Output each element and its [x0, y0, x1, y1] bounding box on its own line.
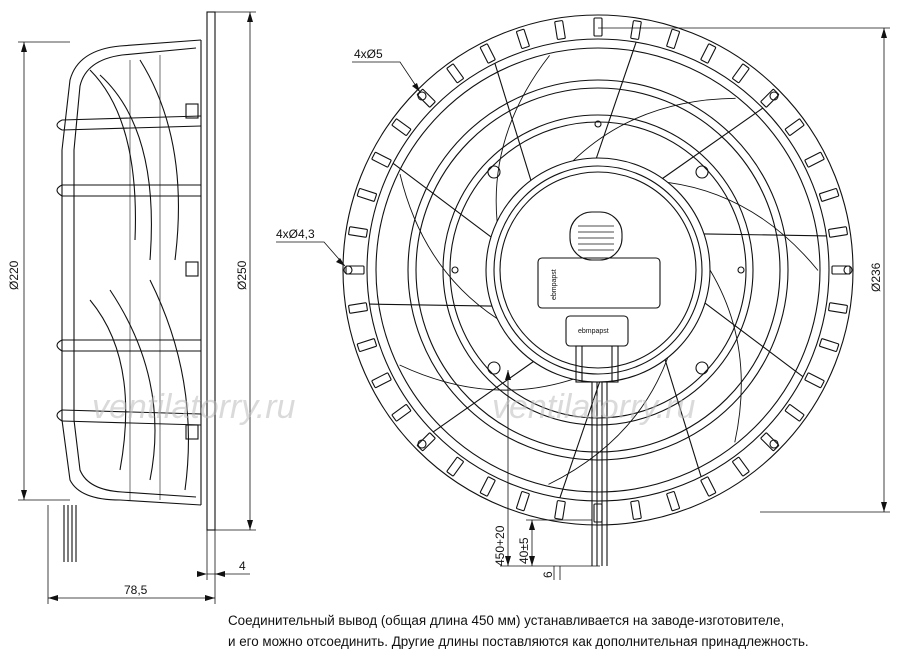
guard-spokes	[369, 42, 827, 498]
connector-label: ebmpapst	[578, 328, 609, 335]
impeller-blade	[548, 357, 669, 485]
dim-dia-236: Ø236	[869, 262, 883, 292]
dim-dia-250: Ø250	[235, 260, 249, 290]
guard-slot	[630, 20, 642, 40]
side-dimensions	[18, 11, 256, 604]
guard-slot	[666, 491, 680, 512]
side-view	[56, 11, 216, 562]
guard-spoke	[703, 233, 827, 237]
guard-slot	[804, 151, 825, 168]
guard-spoke	[369, 303, 493, 307]
guard-slot	[446, 456, 464, 477]
dim-strip-length: 40±5	[517, 537, 531, 564]
brand-plate	[537, 257, 661, 309]
guard-slot	[371, 372, 392, 389]
guard-slot	[391, 118, 412, 136]
dim-depth: 78,5	[124, 583, 148, 597]
guard-slot	[479, 43, 496, 64]
note-line-2: и его можно отсоединить. Другие длины по…	[228, 634, 809, 649]
guard-slot	[345, 265, 365, 275]
guard-slot	[828, 302, 848, 314]
watermark-right: ventilatorry.ru	[492, 388, 696, 426]
guard-slot	[630, 500, 642, 520]
guard-slot	[593, 503, 603, 523]
guard-spoke	[392, 162, 492, 238]
guard-slot	[831, 265, 851, 275]
guard-slot	[416, 432, 436, 452]
guard-slot	[516, 28, 530, 49]
guard-spoke	[595, 42, 637, 159]
guard-slot	[700, 43, 717, 64]
impeller-blade	[495, 55, 550, 222]
guard-slot	[804, 372, 825, 389]
guard-slot	[554, 20, 566, 40]
guard-spoke	[432, 361, 534, 433]
impeller-blade	[667, 181, 819, 271]
dim-dia-220: Ø220	[7, 260, 21, 290]
guard-slot	[516, 491, 530, 512]
guard-slot	[760, 88, 780, 108]
guard-slot	[732, 456, 750, 477]
guard-slot	[784, 118, 805, 136]
guard-slot	[819, 188, 840, 202]
guard-slot	[446, 63, 464, 84]
guard-slot	[700, 476, 717, 497]
guard-slot	[819, 338, 840, 352]
outer-ring	[342, 14, 854, 526]
guard-spoke	[704, 302, 804, 378]
front-view	[342, 14, 854, 566]
watermark-left: ventilatorry.ru	[92, 388, 296, 426]
dim-strip-end: 6	[541, 571, 555, 578]
impeller-blade	[709, 269, 742, 443]
guard-slot	[593, 17, 603, 37]
guard-slot	[391, 404, 412, 422]
dim-flange: 4	[239, 559, 246, 573]
guard-slot	[348, 302, 368, 314]
dim-lead-length: 450+20	[493, 525, 507, 566]
side-flange-plate	[206, 11, 216, 531]
front-dimensions	[276, 27, 890, 580]
guard-slot	[828, 226, 848, 238]
guard-slots	[345, 17, 851, 523]
impeller-blades	[399, 55, 819, 485]
guard-slot	[348, 226, 368, 238]
guard-slot	[554, 500, 566, 520]
impeller-blade	[399, 173, 498, 319]
side-housing-outline	[61, 39, 202, 506]
guard-slot	[784, 404, 805, 422]
guard-slot	[666, 28, 680, 49]
guard-slot	[732, 63, 750, 84]
dim-holes-inner: 4xØ4,3	[276, 227, 315, 241]
guard-spoke	[664, 359, 702, 477]
guard-slot	[371, 151, 392, 168]
guard-spoke	[559, 381, 601, 498]
impeller-blade	[399, 364, 574, 391]
guard-spoke	[662, 107, 764, 179]
guard-spoke	[494, 63, 532, 181]
guard-slot	[356, 188, 377, 202]
guard-slot	[356, 338, 377, 352]
guard-slot	[760, 432, 780, 452]
guard-slot	[479, 476, 496, 497]
motor-hub	[485, 157, 711, 383]
dim-holes-outer: 4xØ5	[354, 47, 383, 61]
note-line-1: Соединительный вывод (общая длина 450 мм…	[228, 613, 785, 628]
impeller-blade	[572, 97, 736, 162]
brand-plate-label: ebmpapst	[551, 269, 558, 300]
